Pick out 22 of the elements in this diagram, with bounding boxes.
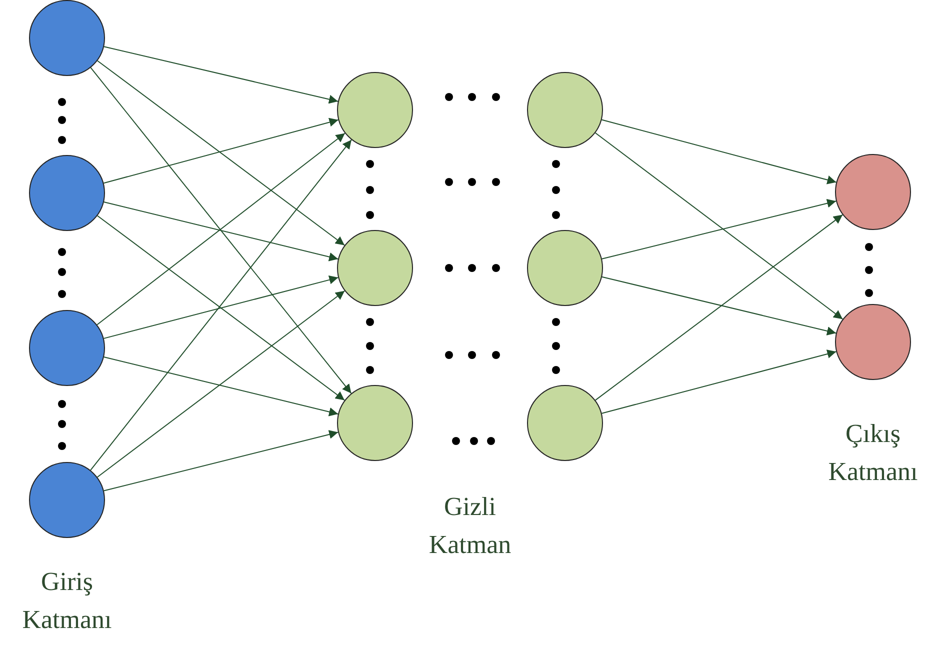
arrow bbox=[90, 67, 352, 394]
layer-label: Giriş Katmanı bbox=[21, 566, 113, 636]
arrow bbox=[104, 46, 338, 104]
arrow bbox=[103, 430, 339, 492]
layer-label: Çıkış Katmanı bbox=[827, 418, 919, 488]
arrow bbox=[601, 198, 837, 260]
arrow bbox=[96, 132, 346, 326]
arrow bbox=[96, 60, 346, 246]
arrow bbox=[601, 119, 837, 184]
arrow bbox=[90, 139, 352, 471]
arrow bbox=[96, 215, 346, 401]
layer-label: Gizli Katman bbox=[428, 491, 512, 561]
arrow bbox=[594, 214, 844, 401]
neuron-circle bbox=[29, 0, 105, 76]
arrow bbox=[601, 350, 837, 414]
arrow bbox=[103, 118, 339, 184]
arrow bbox=[103, 356, 339, 416]
arrow bbox=[96, 290, 346, 478]
arrow bbox=[594, 132, 844, 320]
arrow bbox=[103, 275, 339, 339]
arrow bbox=[103, 202, 339, 262]
arrow bbox=[601, 276, 837, 336]
